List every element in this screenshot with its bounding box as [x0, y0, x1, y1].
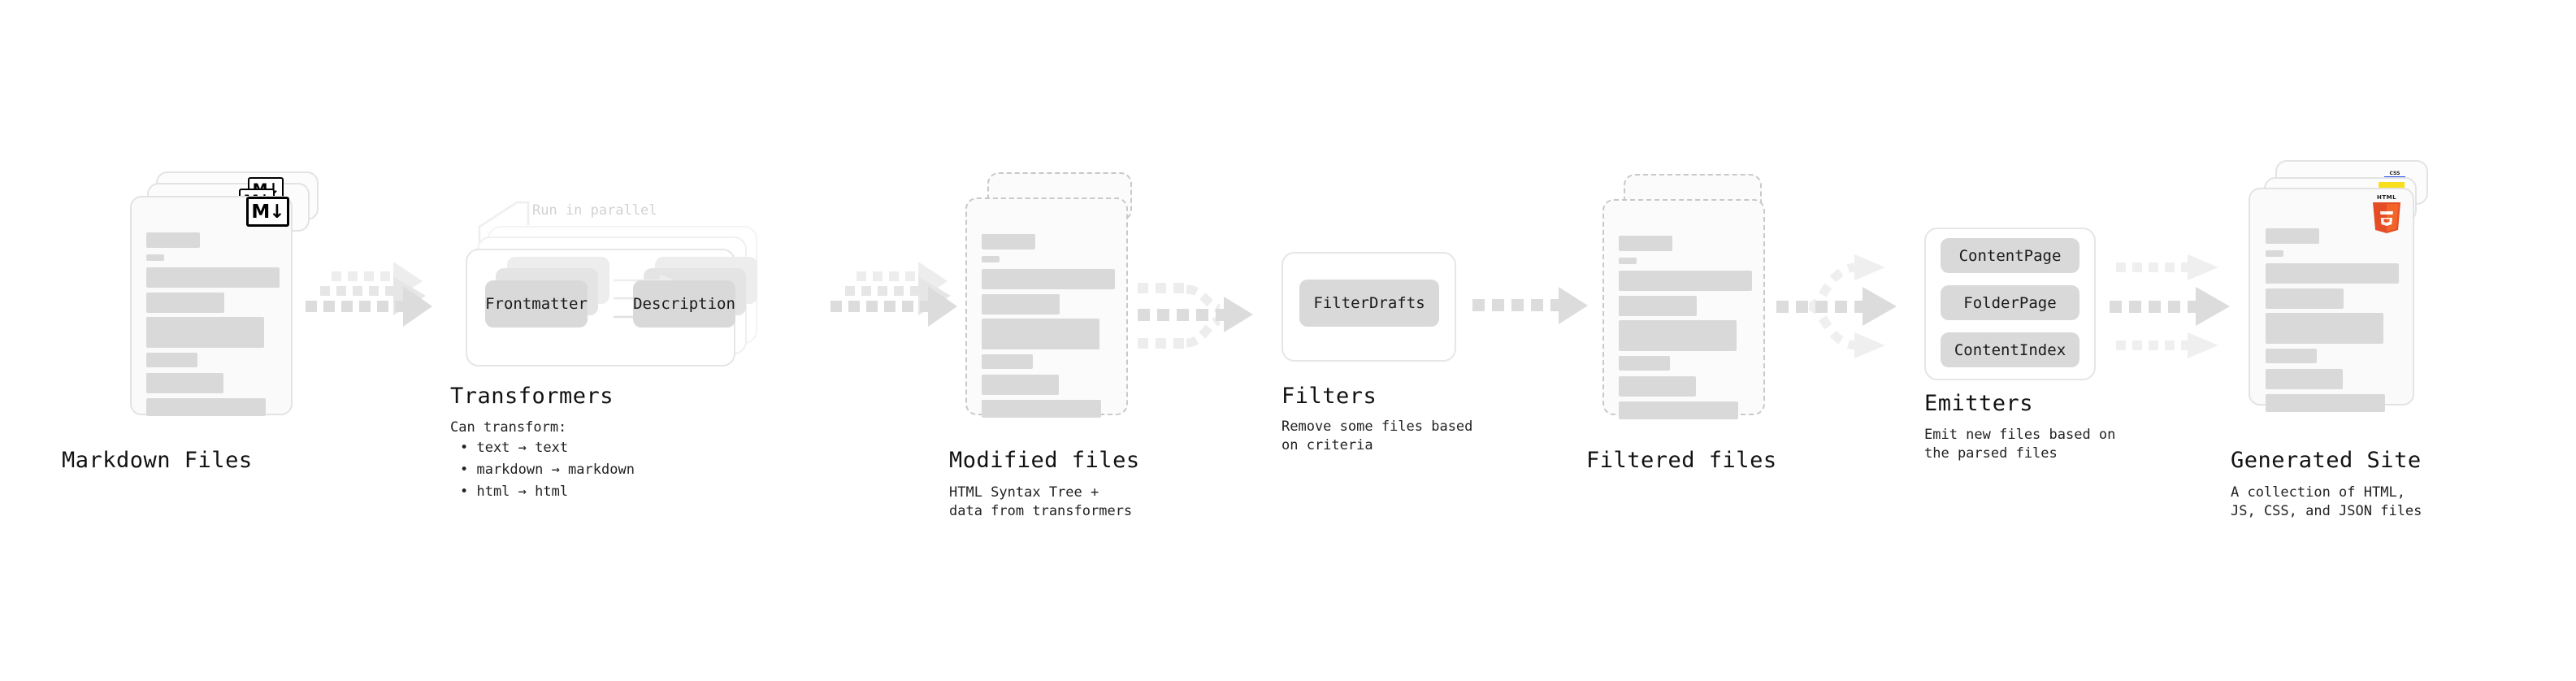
transformers-description: Can transform: [450, 419, 567, 436]
skeleton-bar [982, 375, 1059, 395]
skeleton-bar [982, 294, 1060, 314]
skeleton-bar [2266, 349, 2317, 363]
modified-card-front [965, 197, 1128, 418]
skeleton-bar [2266, 288, 2344, 309]
skeleton-bar [1619, 258, 1637, 264]
skeleton-bar [982, 319, 1099, 349]
run-in-parallel-note: Run in parallel [532, 202, 657, 219]
generated-site-description: A collection of HTML, JS, CSS, and JSON … [2231, 484, 2422, 519]
transformer-chip-description[interactable]: Description [633, 280, 735, 327]
run-in-parallel-leader [478, 199, 583, 248]
skeleton-bar [1619, 356, 1670, 371]
skeleton-bar [982, 354, 1033, 369]
skeleton-bar [1619, 320, 1737, 351]
emitter-chip-folderpage[interactable]: FolderPage [1941, 285, 2079, 320]
arrow-filters-to-filtered-files [1472, 286, 1594, 335]
filters-description: Remove some files based on criteria [1281, 419, 1473, 453]
skeleton-bar [146, 232, 200, 248]
html5-icon: HTML [2369, 192, 2405, 234]
emitters-title: Emitters [1924, 391, 2034, 416]
transformers-bullet-2: • html → html [460, 484, 569, 500]
skeleton-bar [146, 317, 264, 348]
skeleton-bar [146, 254, 164, 261]
skeleton-bar [982, 400, 1101, 418]
skeleton-bar [146, 267, 280, 288]
svg-text:CSS: CSS [2390, 171, 2400, 176]
generated-site-title: Generated Site [2231, 448, 2422, 473]
skeleton-bar [1619, 401, 1738, 419]
skeleton-bar [2266, 250, 2283, 257]
skeleton-bar [2266, 394, 2385, 412]
arrow-filtered-files-to-emitters [1776, 240, 1923, 370]
filtered-card-front [1602, 199, 1765, 419]
transformers-title: Transformers [450, 384, 614, 409]
emitter-chip-contentpage[interactable]: ContentPage [1941, 238, 2079, 273]
emitter-chip-contentindex[interactable]: ContentIndex [1941, 332, 2079, 367]
arrow-modified-files-to-filters [1138, 276, 1276, 366]
filter-chip-filterdrafts[interactable]: FilterDrafts [1299, 280, 1439, 327]
skeleton-bar [146, 353, 197, 367]
emitters-description: Emit new files based on the parsed files [1924, 427, 2116, 462]
transformers-bullet-0: • text → text [460, 440, 569, 456]
skeleton-bar [2266, 369, 2343, 389]
skeleton-bar [146, 373, 223, 393]
markdown-files-title: Markdown Files [62, 448, 253, 473]
arrow-transformers-to-modified-files [827, 262, 957, 358]
skeleton-bar [146, 293, 224, 313]
skeleton-bar [1619, 296, 1697, 316]
skeleton-bar [2266, 228, 2319, 244]
skeleton-bar [2266, 313, 2383, 344]
modified-files-title: Modified files [949, 448, 1140, 473]
filters-title: Filters [1281, 384, 1377, 409]
arrow-emitters-to-generated-site [2110, 240, 2256, 370]
skeleton-bar [2266, 263, 2399, 284]
skeleton-bar [982, 234, 1035, 249]
markdown-card-front [130, 196, 293, 416]
modified-files-description: HTML Syntax Tree + data from transformer… [949, 484, 1133, 519]
transformers-bullet-1: • markdown → markdown [460, 462, 635, 478]
skeleton-bar [982, 256, 1000, 262]
svg-text:HTML: HTML [2377, 194, 2396, 201]
skeleton-bar [1619, 376, 1696, 397]
filtered-files-title: Filtered files [1586, 448, 1777, 473]
markdown-badge-icon: M↓ [246, 197, 289, 227]
skeleton-bar [1619, 236, 1672, 251]
transformer-chip-frontmatter[interactable]: Frontmatter [485, 280, 588, 327]
arrow-markdown-to-transformers [302, 262, 432, 358]
skeleton-bar [1619, 271, 1752, 291]
skeleton-bar [982, 269, 1115, 289]
skeleton-bar [146, 398, 266, 416]
